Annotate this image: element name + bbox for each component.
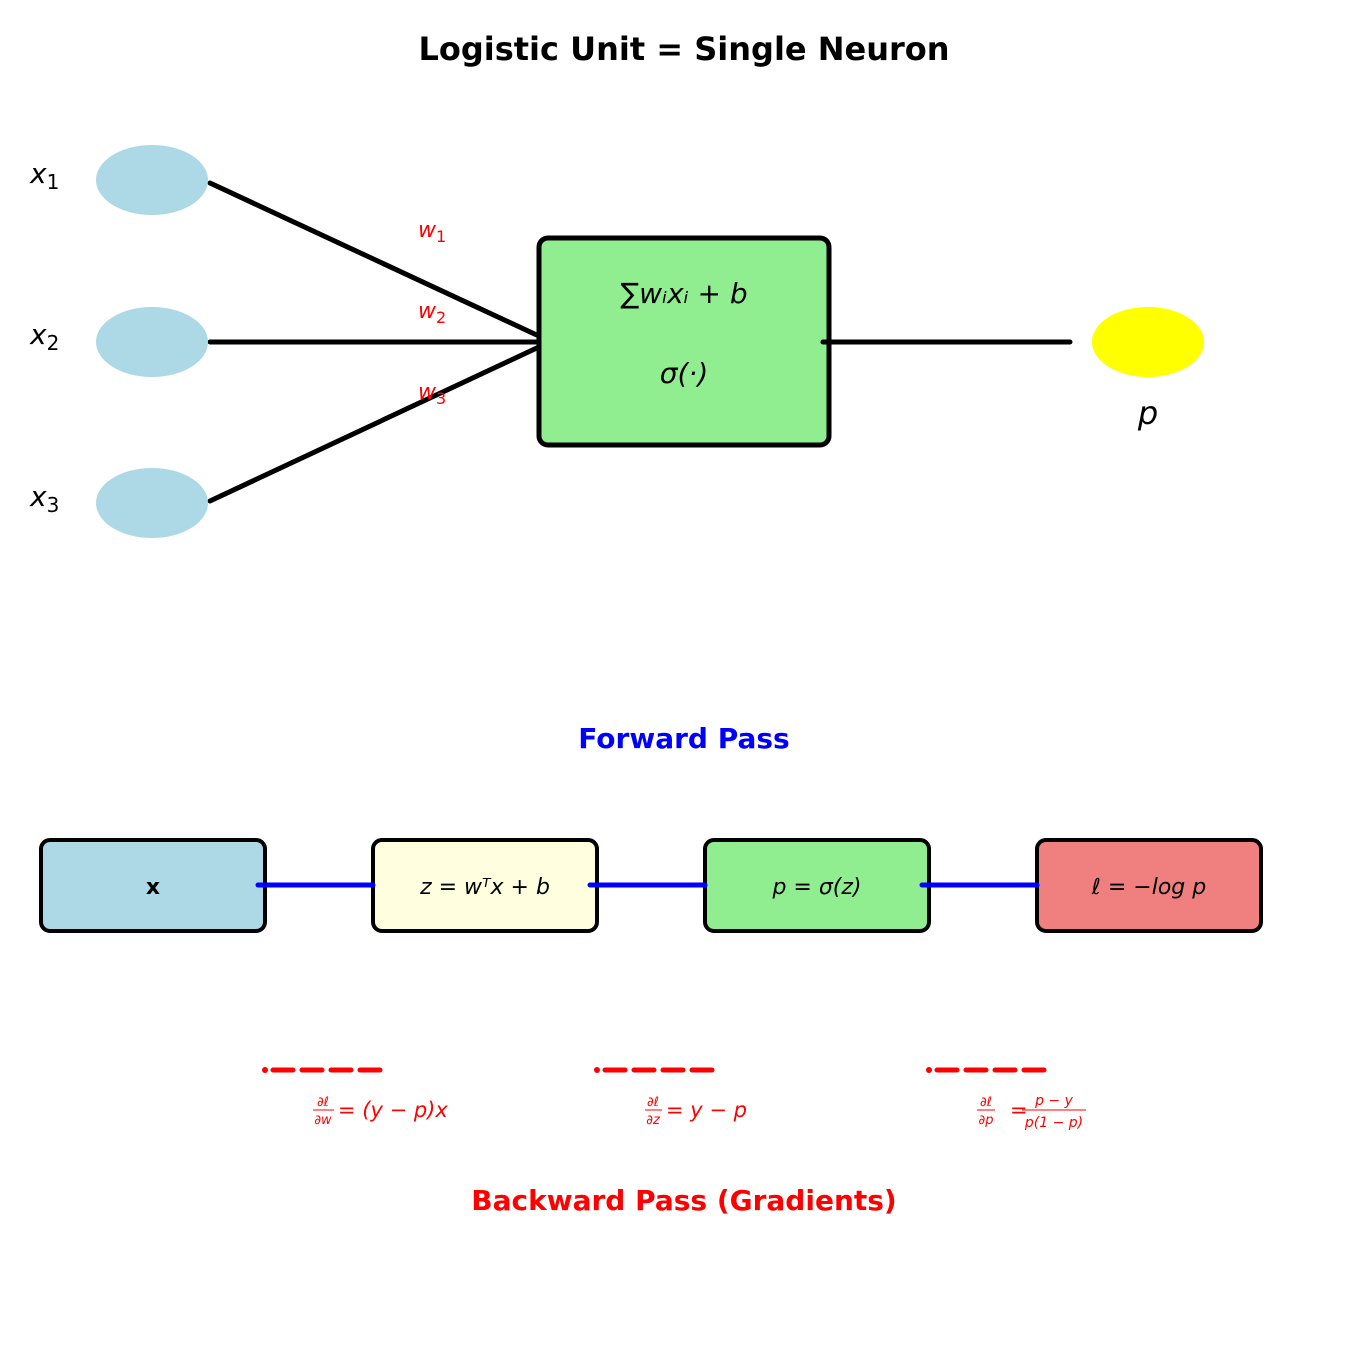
backward-pass-chain: ∂ℓ ∂w = (y − p)x ∂ℓ ∂z = y − p ∂ℓ ∂p = p…: [262, 1067, 1086, 1131]
forward-box-sigmoid-label: p = σ(z): [771, 875, 861, 900]
backward-arrow-1-head: [262, 1067, 268, 1073]
gradient-z-denominator: ∂z: [646, 1113, 661, 1128]
weight-labels: w1 w2 w3: [418, 218, 446, 408]
gradient-w-numerator: ∂ℓ: [317, 1095, 329, 1110]
gradient-label-z: ∂ℓ ∂z = y − p: [645, 1095, 747, 1128]
input-nodes: [96, 145, 208, 538]
diagram-title: Logistic Unit = Single Neuron: [418, 30, 949, 68]
input-labels: x1 x2 x3: [29, 157, 59, 517]
backward-arrow-2-head: [594, 1067, 600, 1073]
forward-pass-chain: x z = wᵀx + b p = σ(z) ℓ = −log p: [39, 838, 1263, 933]
input-label-1: x1: [29, 157, 59, 194]
weight-label-2: w2: [418, 299, 446, 327]
input-node-2: [96, 307, 208, 377]
gradient-label-w: ∂ℓ ∂w = (y − p)x: [313, 1095, 448, 1128]
input-label-2: x2: [29, 318, 59, 355]
input-node-1: [96, 145, 208, 215]
gradient-p-rhs-denominator: p(1 − p): [1024, 1115, 1083, 1131]
gradient-p-denominator: ∂p: [979, 1113, 994, 1128]
gradient-label-p: ∂ℓ ∂p = p − y p(1 − p): [977, 1093, 1086, 1131]
neuron-unit-box: [536, 235, 832, 448]
forward-box-loss-label: ℓ = −log p: [1091, 875, 1206, 900]
gradient-p-numerator: ∂ℓ: [980, 1095, 992, 1110]
connection-x1: [207, 180, 544, 340]
gradient-z-rhs: = y − p: [666, 1098, 747, 1122]
forward-box-linear-label: z = wᵀx + b: [419, 875, 550, 900]
gradient-p-rhs-numerator: p − y: [1034, 1093, 1074, 1109]
output-label: p: [1137, 394, 1158, 432]
weight-label-1: w1: [418, 218, 446, 246]
weight-label-3: w3: [418, 380, 446, 408]
forward-box-input-label: x: [146, 875, 160, 900]
input-label-3: x3: [29, 480, 59, 517]
neuron-unit: ∑wᵢxᵢ + b σ(·): [536, 235, 832, 448]
backward-pass-title: Backward Pass (Gradients): [471, 1184, 896, 1217]
input-node-3: [96, 468, 208, 538]
gradient-p-equals: =: [1010, 1098, 1028, 1122]
gradient-w-denominator: ∂w: [314, 1113, 332, 1128]
backward-arrow-3-head: [926, 1067, 932, 1073]
unit-activation: σ(·): [660, 357, 709, 390]
gradient-z-numerator: ∂ℓ: [647, 1095, 659, 1110]
output-node: [1092, 307, 1204, 377]
connection-x3: [207, 343, 544, 504]
input-connections: [207, 180, 544, 504]
gradient-w-rhs: = (y − p)x: [338, 1098, 448, 1122]
unit-sum-formula: ∑wᵢxᵢ + b: [620, 277, 747, 310]
forward-pass-title: Forward Pass: [578, 722, 789, 755]
